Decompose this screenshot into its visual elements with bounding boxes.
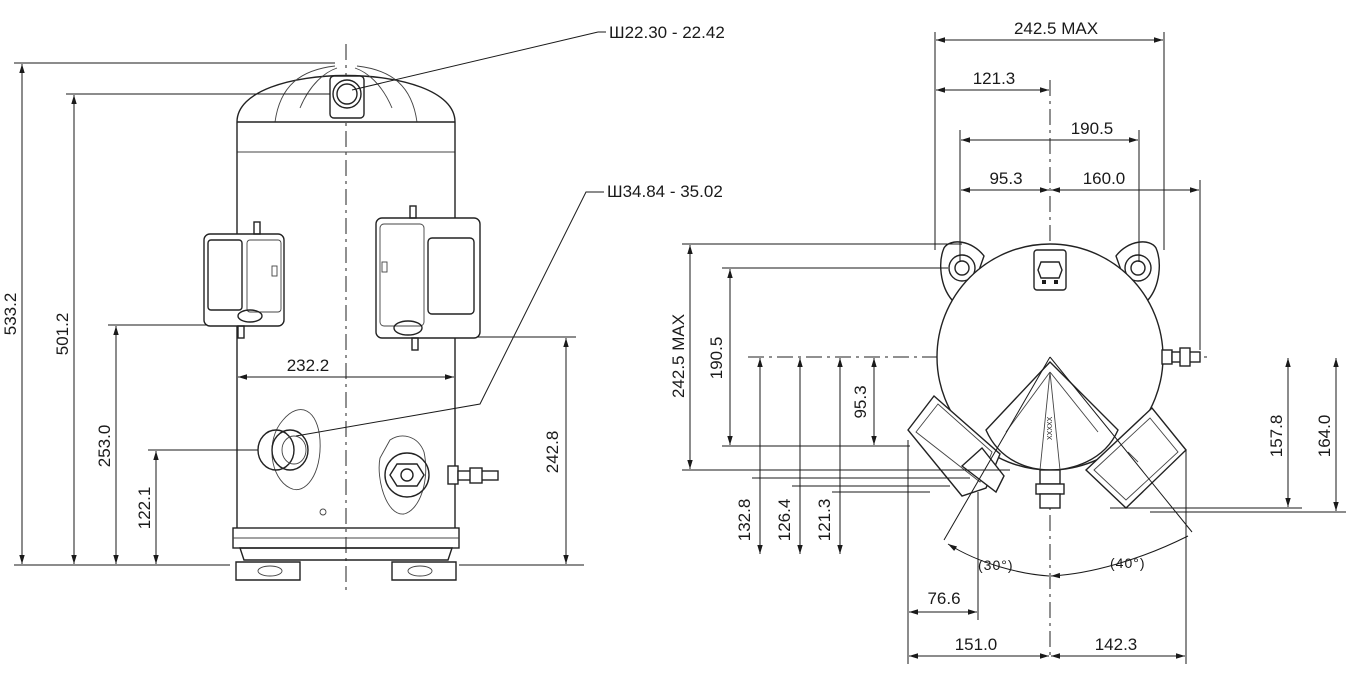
discharge-diameter-label: Ш34.84 - 35.02 xyxy=(607,182,723,201)
top-suction-stub xyxy=(1033,249,1067,291)
top-discharge-cone: XXXXX xyxy=(985,360,1119,509)
dim-max-width: 242.5 MAX xyxy=(1014,19,1098,38)
dim-overall-height: 533.2 xyxy=(1,293,20,336)
dim-mount-half: 95.3 xyxy=(989,169,1022,188)
dim-right-fitting-offset: 160.0 xyxy=(1083,169,1126,188)
dim-bottom-right: 142.3 xyxy=(1095,635,1138,654)
top-bottom-dimensions: 76.6 151.0 142.3 xyxy=(907,440,1187,664)
front-left-dimensions: 533.2 501.2 253.0 122.1 xyxy=(1,62,335,566)
dim-oil-port-height: 122.1 xyxy=(135,487,154,530)
top-right-vertical-dimensions: 157.8 164.0 xyxy=(1110,358,1346,513)
right-terminal-box xyxy=(375,205,481,351)
dim-suction-height: 501.2 xyxy=(53,313,72,356)
dim-half-width: 121.3 xyxy=(973,69,1016,88)
svg-text:XXXXX: XXXXX xyxy=(1047,416,1054,440)
front-width-dimension: 232.2 xyxy=(238,356,454,380)
dim-box-offset-3: 121.3 xyxy=(815,499,834,542)
top-right-fitting xyxy=(1161,347,1201,367)
suction-diameter-label: Ш22.30 - 22.42 xyxy=(609,23,725,42)
suction-fitting xyxy=(329,75,365,119)
dim-bottom-left-small: 76.6 xyxy=(927,589,960,608)
dim-mount-spacing-vertical: 190.5 xyxy=(707,337,726,380)
dim-discharge-height: 253.0 xyxy=(95,425,114,468)
dim-mount-half-vertical: 95.3 xyxy=(851,385,870,418)
mount-feet xyxy=(235,561,457,581)
dim-right-fitting-height: 242.8 xyxy=(543,431,562,474)
dim-right-offset-1: 157.8 xyxy=(1267,415,1286,458)
suction-callout: Ш22.30 - 22.42 xyxy=(351,23,725,91)
dim-mount-spacing: 190.5 xyxy=(1071,119,1114,138)
dim-right-offset-2: 164.0 xyxy=(1315,415,1334,458)
dim-bottom-left: 151.0 xyxy=(955,635,998,654)
top-view: XXXXX 242.5 MAX 121.3 190.5 95.3 160.0 xyxy=(669,19,1346,664)
top-width-dimensions: 242.5 MAX 121.3 190.5 95.3 160.0 xyxy=(934,19,1201,350)
dim-box-offset-1: 132.8 xyxy=(735,499,754,542)
dim-body-diameter: 232.2 xyxy=(287,356,330,375)
side-port xyxy=(378,435,499,515)
left-terminal-box xyxy=(203,221,285,339)
discharge-fitting xyxy=(257,409,321,491)
angle-right-label: (40°) xyxy=(1110,555,1146,571)
angle-left-label: (30°) xyxy=(978,557,1014,573)
front-right-dimension: 242.8 xyxy=(459,336,584,566)
discharge-callout: Ш34.84 - 35.02 xyxy=(295,182,723,437)
top-left-vertical-dimensions: 242.5 MAX 190.5 95.3 132.8 126.4 121.3 xyxy=(669,243,1010,554)
dim-max-depth: 242.5 MAX xyxy=(669,314,688,398)
dim-box-offset-2: 126.4 xyxy=(775,499,794,542)
angle-indicators: (30°) (40°) xyxy=(943,356,1193,579)
base-plate xyxy=(239,547,453,561)
front-view: 533.2 501.2 253.0 122.1 242.8 232.2 xyxy=(1,23,725,595)
